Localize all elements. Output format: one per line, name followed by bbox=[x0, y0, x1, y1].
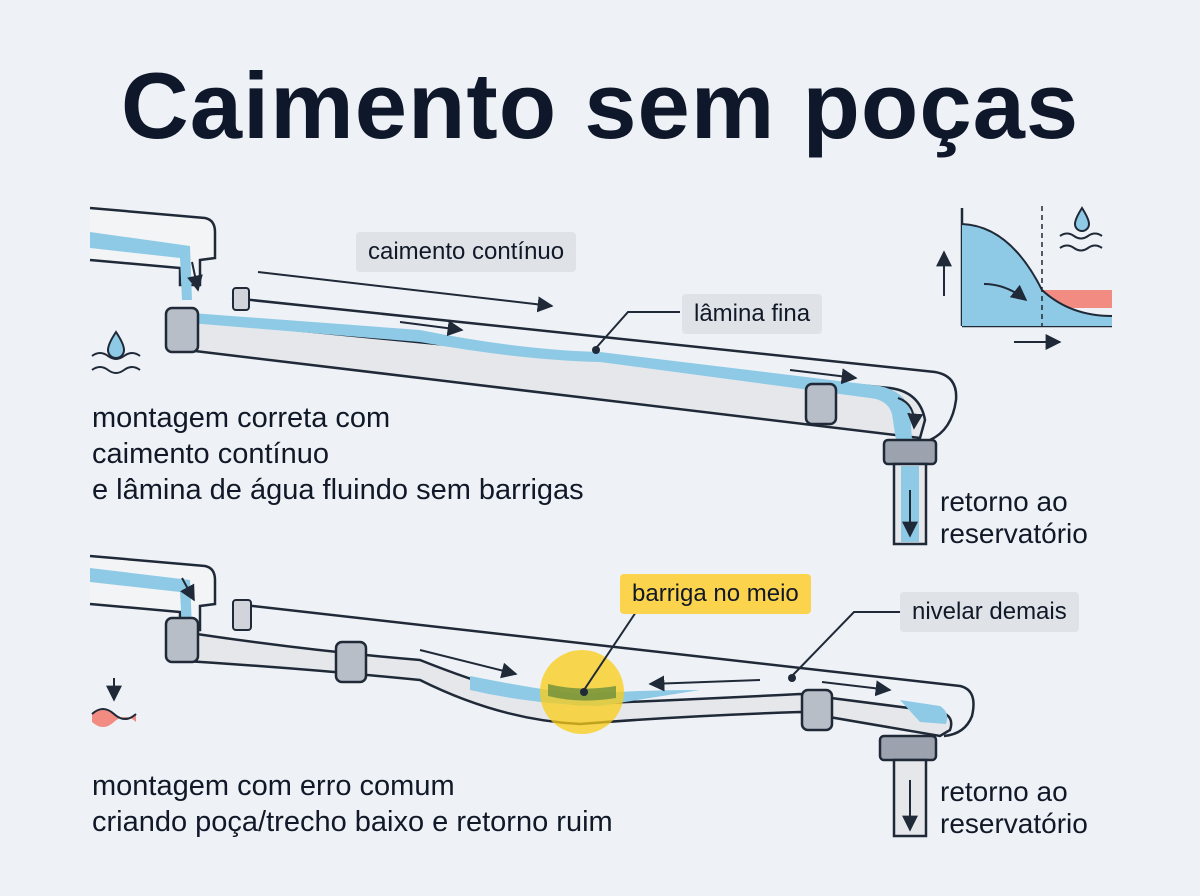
bottom-flow-arrow-2 bbox=[821, 680, 892, 697]
top-slope-arrow bbox=[257, 271, 554, 313]
bottom-pipe-upper-rim bbox=[234, 602, 975, 738]
top-outlet-curve-arrow bbox=[897, 397, 924, 430]
label-thin-film: lâmina fina bbox=[682, 294, 823, 334]
bottom-return-label: retorno ao reservatório bbox=[940, 776, 1088, 839]
bottom-coupler-right bbox=[800, 688, 834, 732]
label-too-level: nivelar demais bbox=[900, 592, 1079, 632]
bottom-caption: montagem com erro comum criando poça/tre… bbox=[92, 770, 613, 838]
top-coupler-left bbox=[164, 306, 200, 354]
top-outlet-collar bbox=[882, 438, 938, 466]
top-gutter-assembly bbox=[89, 206, 958, 546]
sag-leader bbox=[583, 605, 641, 691]
top-flow-arrow-1 bbox=[399, 320, 464, 337]
top-flow-arrow-2 bbox=[789, 368, 858, 385]
bottom-end-water bbox=[900, 700, 948, 724]
top-pipe-body bbox=[168, 316, 927, 440]
label-continuous-slope: caimento contínuo bbox=[356, 232, 577, 272]
top-coupler-right bbox=[804, 382, 838, 426]
bottom-inlet-water bbox=[90, 568, 192, 628]
level-leader bbox=[791, 611, 904, 677]
top-caption: montagem correta com caimento contínuo e… bbox=[92, 402, 584, 506]
top-pipe-upper-rim bbox=[231, 296, 958, 442]
page-title: Caimento sem poças bbox=[120, 53, 1080, 158]
bottom-flow-arrow-1 bbox=[419, 649, 518, 679]
top-inlet-water bbox=[90, 232, 192, 300]
water-drop-icon bbox=[91, 330, 141, 374]
top-return-label: retorno ao reservatório bbox=[940, 486, 1088, 549]
bottom-inlet-arrow bbox=[180, 577, 195, 602]
sag-warning-icon bbox=[91, 678, 137, 727]
flow-inset-chart bbox=[936, 206, 1113, 350]
bottom-backflow-arrow bbox=[648, 675, 761, 692]
bottom-gutter-assembly bbox=[89, 554, 975, 838]
top-inlet-arrow bbox=[187, 261, 203, 292]
top-coupler-small bbox=[232, 287, 250, 311]
label-sag-middle: barriga no meio bbox=[620, 574, 811, 614]
bottom-outlet-collar bbox=[878, 734, 938, 762]
bottom-coupler-left bbox=[164, 616, 200, 664]
top-water-film bbox=[178, 312, 912, 440]
bottom-coupler-small bbox=[232, 599, 252, 631]
bottom-puddle-water bbox=[470, 676, 700, 706]
top-film-leader bbox=[595, 311, 680, 349]
bottom-coupler-mid bbox=[334, 640, 368, 684]
